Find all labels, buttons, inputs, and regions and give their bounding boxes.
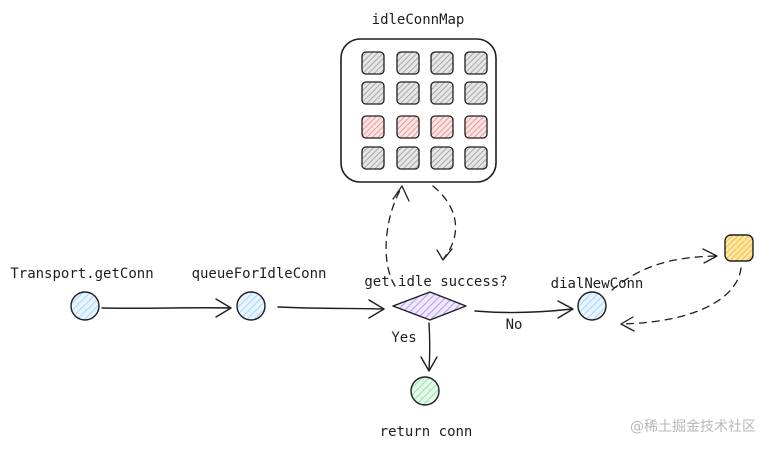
pool-title: idleConnMap — [372, 12, 465, 28]
idle-conn-slot — [430, 81, 454, 105]
idle-conn-slot — [464, 51, 488, 75]
dashed-arrowhead-up — [392, 185, 410, 202]
idle-conn-slot — [361, 81, 385, 105]
dial-node — [577, 291, 607, 321]
idle-conn-slot — [464, 146, 488, 170]
arrow-getconn-to-queue — [101, 298, 232, 318]
idle-conn-slot — [464, 81, 488, 105]
get-conn-label: Transport.getConn — [10, 266, 153, 282]
decision-label: get idle success? — [364, 274, 507, 290]
dashed-dial-to-external — [611, 255, 717, 291]
idle-conn-slot — [430, 146, 454, 170]
busy-conn-slot — [396, 115, 420, 139]
queue-label: queueForIdleConn — [192, 266, 327, 282]
arrow-queue-to-decision — [277, 299, 385, 319]
decision-diamond — [392, 291, 467, 321]
dashed-decision-to-pool — [385, 186, 403, 287]
idle-conn-slot — [430, 51, 454, 75]
busy-conn-slot — [430, 115, 454, 139]
return-node — [410, 376, 440, 406]
dial-label: dialNewConn — [551, 276, 644, 292]
idle-conn-slot — [396, 51, 420, 75]
idle-conn-map-box — [340, 38, 497, 183]
idle-conn-slot — [396, 81, 420, 105]
yes-label: Yes — [391, 330, 416, 346]
busy-conn-slot — [361, 115, 385, 139]
external-dial-target — [724, 234, 754, 262]
busy-conn-slot — [464, 115, 488, 139]
idle-conn-slot — [396, 146, 420, 170]
no-label: No — [506, 317, 523, 333]
get-conn-node — [70, 291, 100, 321]
idle-conn-slot — [361, 51, 385, 75]
watermark: @稀土掘金技术社区 — [630, 419, 756, 435]
dashed-arrowhead-dial — [620, 316, 635, 332]
connection-slot-grid — [361, 51, 488, 170]
return-label: return conn — [380, 424, 473, 440]
arrow-decision-to-return — [420, 322, 438, 372]
idle-conn-slot — [361, 146, 385, 170]
dashed-arrowhead-down — [436, 248, 453, 261]
dashed-pool-to-decision — [432, 185, 457, 259]
dashed-arrowhead-external — [702, 248, 718, 264]
queue-node — [236, 291, 266, 321]
arrow-decision-to-dial — [474, 300, 574, 319]
